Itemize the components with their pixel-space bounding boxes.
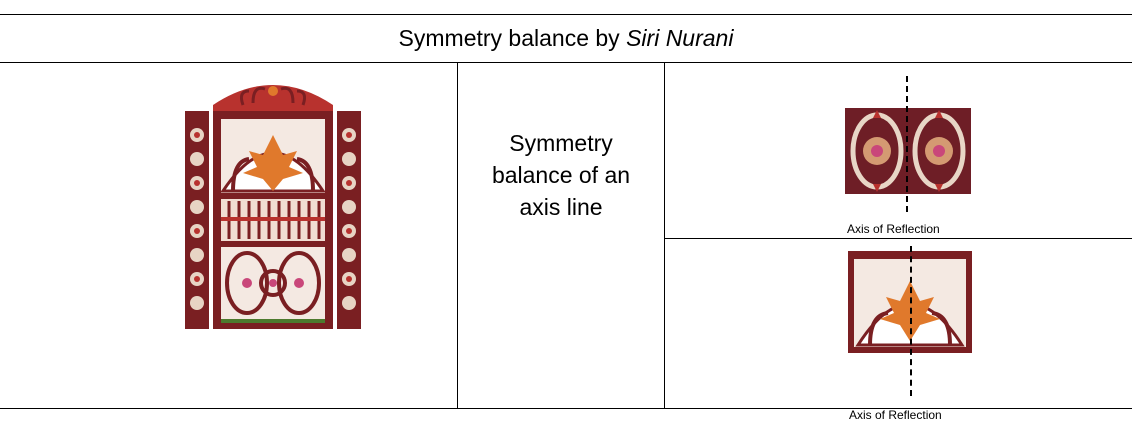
description-line-1: Symmetry	[509, 130, 613, 156]
axis-of-reflection-line-top	[906, 76, 908, 212]
axis-label-bottom: Axis of Reflection	[849, 408, 942, 422]
tile-pattern-image	[845, 108, 971, 194]
header-bottom-rule	[0, 62, 1132, 63]
table-bottom-rule	[0, 408, 1132, 409]
axis-label-top: Axis of Reflection	[847, 222, 940, 236]
axis-of-reflection-line-bottom	[910, 246, 912, 396]
table-top-rule	[0, 14, 1132, 15]
column-divider-2	[664, 62, 665, 408]
author-name: Siri Nurani	[626, 25, 734, 51]
right-cell-divider	[664, 238, 1132, 239]
description-line-2: balance of an	[491, 162, 631, 188]
carved-door-image	[185, 85, 361, 329]
symmetry-description: Symmetry balance of an axis line	[458, 127, 664, 223]
table-title: Symmetry balance by Siri Nurani	[398, 25, 734, 51]
description-line-3: axis line	[519, 194, 603, 220]
column-divider-1	[457, 62, 458, 408]
